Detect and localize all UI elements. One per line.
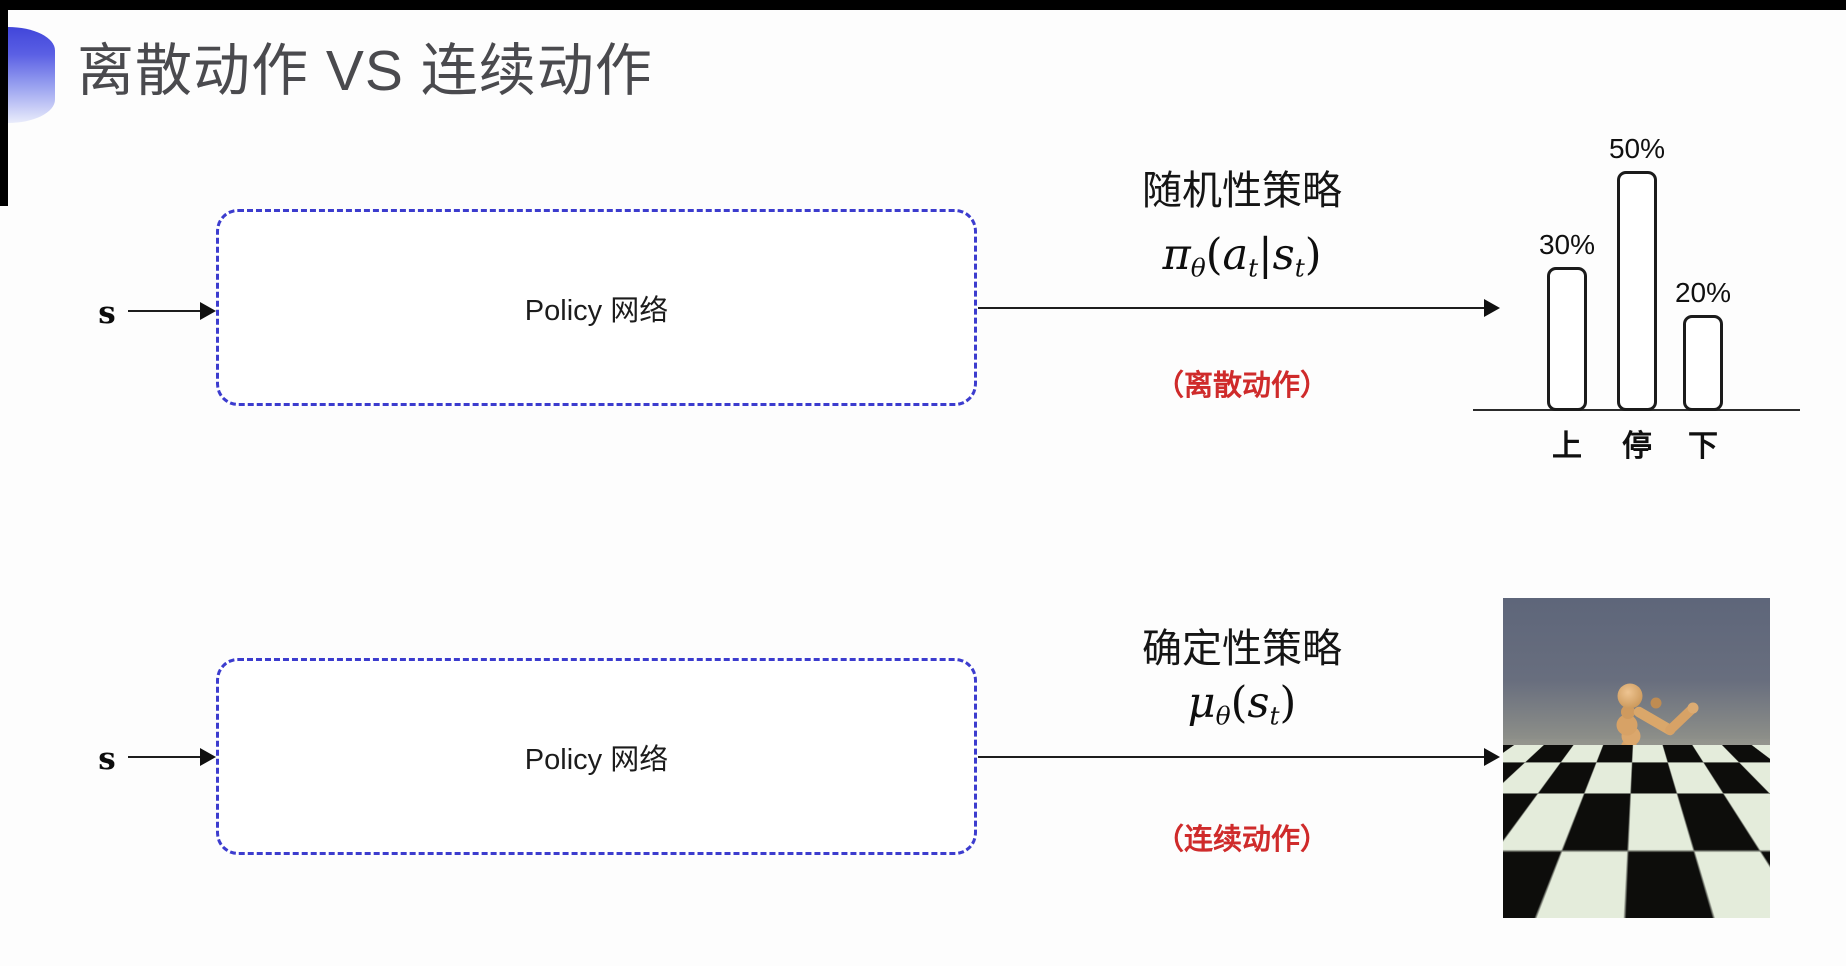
page-title: 离散动作 VS 连续动作 (77, 39, 653, 103)
state-input-label-bottom: s (98, 741, 116, 777)
policy-type-label-deterministic: 确定性策略 (1142, 627, 1342, 671)
bar-category-label: 上 (1552, 430, 1582, 463)
action-type-note-continuous: （连续动作） (1154, 824, 1329, 856)
policy-formula-stochastic: πθ(at|st) (1162, 230, 1322, 283)
bar-category-label: 下 (1688, 430, 1718, 463)
probability-bar (1547, 267, 1587, 411)
humanoid-robot-figure (1569, 683, 1699, 913)
probability-bar (1617, 171, 1657, 411)
humanoid-robot-image (1503, 598, 1770, 918)
bar-value-label: 50% (1608, 133, 1666, 164)
output-arrow-top (978, 299, 1500, 317)
state-input-label-top: s (98, 295, 116, 331)
policy-network-box-bottom: Policy 网络 (216, 658, 977, 855)
probability-bar (1683, 315, 1723, 411)
policy-formula-deterministic: μθ(st) (1187, 678, 1297, 731)
title-accent-ball-icon (8, 27, 55, 123)
bar-category-label: 停 (1622, 430, 1652, 463)
bar-value-label: 30% (1538, 229, 1596, 260)
top-letterbox-bar (0, 0, 1846, 10)
action-type-note-discrete: （离散动作） (1154, 370, 1329, 402)
input-arrow-bottom (128, 748, 216, 766)
left-letterbox-bar (0, 0, 8, 206)
policy-network-label-top: Policy 网络 (524, 294, 669, 327)
policy-network-box-top: Policy 网络 (216, 209, 977, 406)
bar-value-label: 20% (1674, 277, 1732, 308)
policy-type-label-stochastic: 随机性策略 (1142, 169, 1342, 213)
probability-bar-chart: 30% 上 50% 停 20% 下 (1473, 100, 1803, 463)
input-arrow-top (128, 302, 216, 320)
output-arrow-bottom (978, 748, 1500, 766)
policy-network-label-bottom: Policy 网络 (524, 743, 669, 776)
